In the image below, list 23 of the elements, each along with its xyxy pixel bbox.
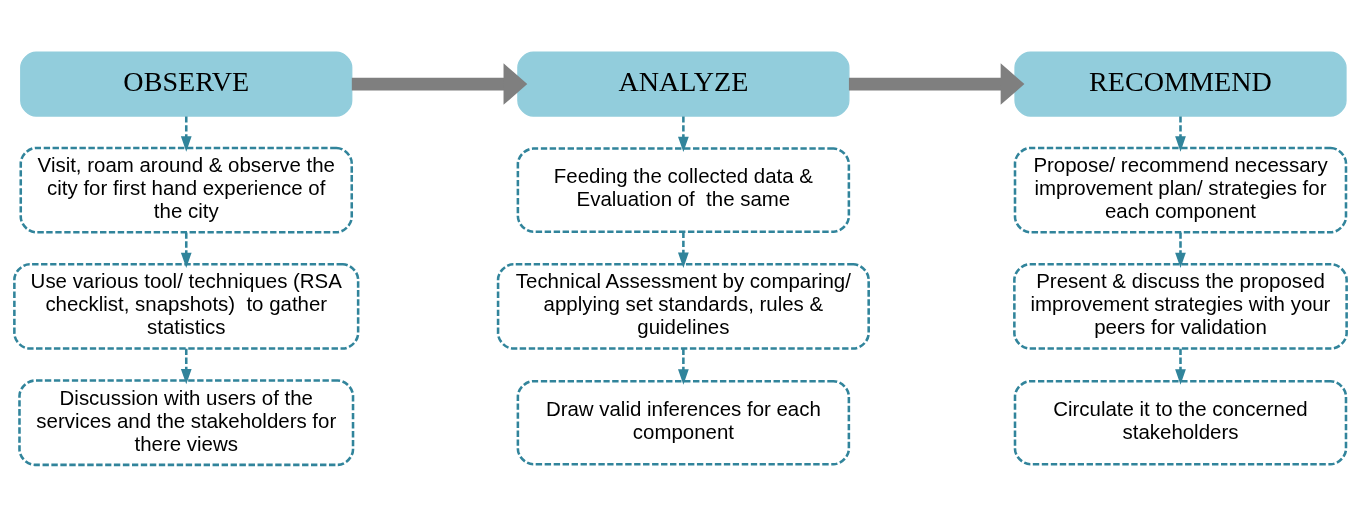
arrow: [180, 231, 192, 268]
node-box: Discussion with users of the services and the stakeholders for there views: [18, 378, 355, 466]
node-box: RECOMMEND: [1014, 50, 1347, 117]
arrow: [678, 348, 689, 385]
node-box: Use various tool/ techniques (RSA checklist, snapshots) to gather statistics: [13, 262, 360, 350]
node-box: ANALYZE: [517, 50, 850, 117]
node-box: Present & discuss the proposed improvement strategies with your peers for validation: [1013, 262, 1348, 350]
node-box: Draw valid inferences for each component: [516, 379, 851, 466]
node-box: Technical Assessment by comparing/ applying set standards, rules & guidelines: [496, 262, 870, 350]
arrow: [180, 348, 192, 384]
arrow: [1175, 115, 1186, 152]
node-box: Propose/ recommend necessary improvement plan/ strategies for each component: [1013, 146, 1348, 234]
arrow: [180, 115, 192, 152]
node-box: Visit, roam around & observe the city for first hand experience of the city: [19, 146, 354, 234]
arrow: [848, 62, 1025, 105]
arrow: [1175, 348, 1186, 385]
node-box: Feeding the collected data & Evaluation of the same: [516, 146, 851, 233]
arrow: [1175, 231, 1186, 268]
arrow: [678, 115, 689, 152]
node-box: Circulate it to the concerned stakeholders: [1013, 379, 1348, 466]
arrow: [351, 62, 528, 105]
node-box: OBSERVE: [20, 50, 353, 117]
arrow: [678, 231, 689, 268]
